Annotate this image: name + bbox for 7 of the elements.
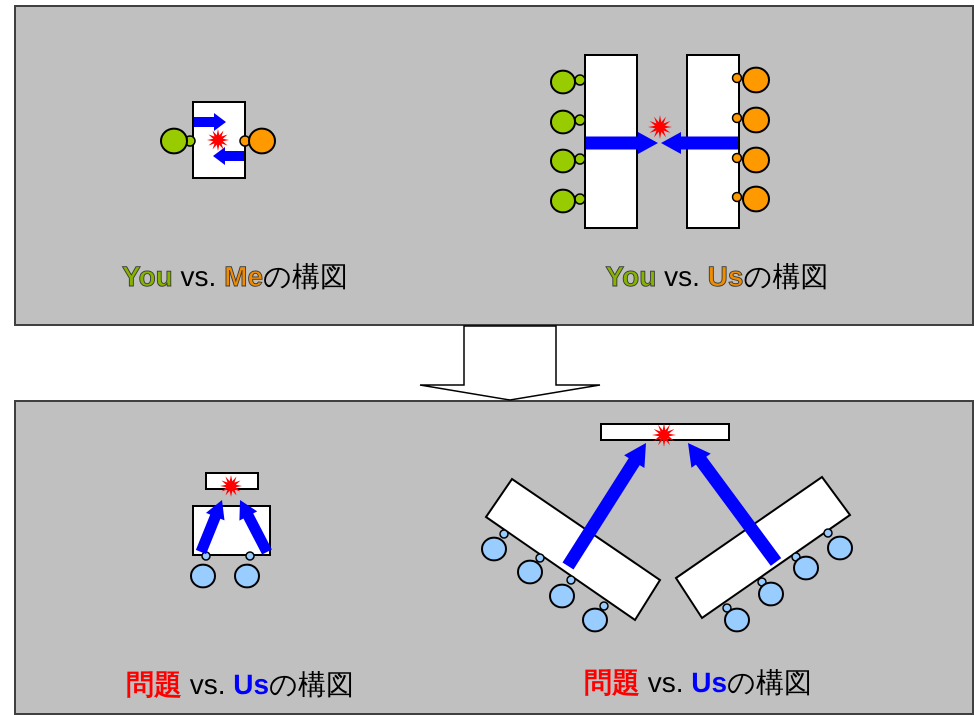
caption: You vs. Usの構図	[606, 260, 828, 294]
block-arrow	[419, 325, 601, 401]
panel	[14, 400, 974, 715]
caption: You vs. Meの構図	[122, 260, 348, 294]
caption: 問題 vs. Usの構図	[126, 668, 354, 702]
caption: 問題 vs. Usの構図	[584, 666, 812, 700]
panel	[14, 5, 974, 326]
